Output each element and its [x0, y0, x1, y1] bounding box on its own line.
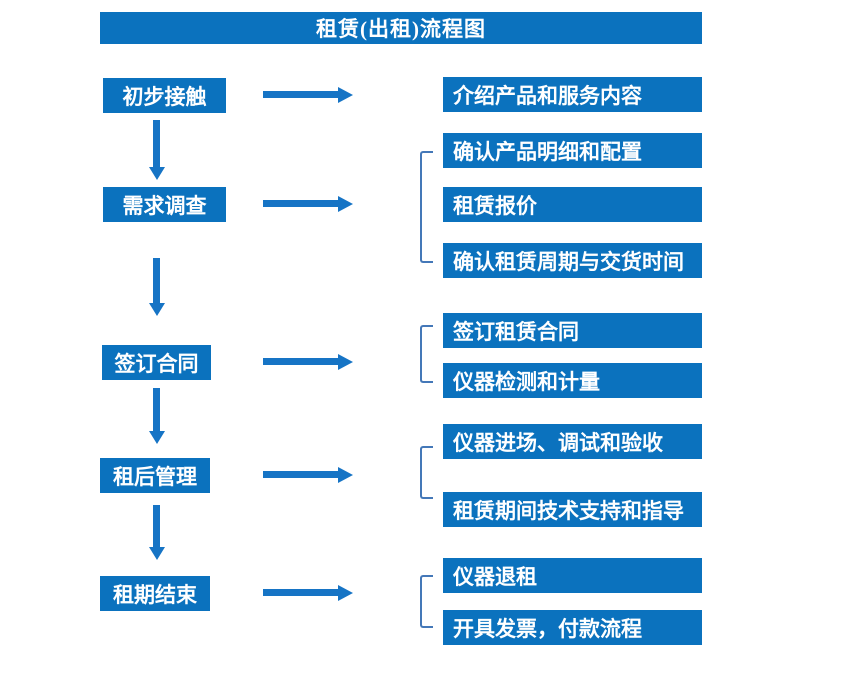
group-bracket-post-rental	[420, 446, 433, 499]
detail-instrument-testing-metering: 仪器检测和计量	[443, 363, 702, 398]
page-title: 租赁(出租)流程图	[316, 17, 486, 41]
step-post-rental-management: 租后管理	[100, 458, 210, 493]
detail-sign-rental-contract: 签订租赁合同	[443, 313, 702, 348]
right-arrow-2	[263, 196, 353, 212]
detail-introduce-products-services: 介绍产品和服务内容	[443, 77, 702, 112]
down-arrow-3	[149, 388, 165, 444]
detail-invoice-payment-process: 开具发票，付款流程	[443, 610, 702, 645]
title-bar: 租赁(出租)流程图	[100, 12, 702, 44]
step-demand-survey: 需求调查	[103, 187, 226, 222]
detail-instrument-return: 仪器退租	[443, 558, 702, 593]
down-arrow-2	[149, 258, 165, 316]
detail-instrument-entry-debug-acceptance: 仪器进场、调试和验收	[443, 424, 702, 459]
step-initial-contact: 初步接触	[103, 78, 226, 113]
step-rental-period-end: 租期结束	[100, 576, 210, 611]
detail-rental-quotation: 租赁报价	[443, 187, 702, 222]
right-arrow-4	[263, 467, 353, 483]
group-bracket-demand-survey	[420, 151, 433, 263]
down-arrow-1	[149, 120, 165, 180]
step-sign-contract: 签订合同	[102, 345, 211, 380]
group-bracket-sign-contract	[420, 325, 433, 383]
right-arrow-3	[263, 354, 353, 370]
right-arrow-1	[263, 87, 353, 103]
detail-confirm-rental-period-delivery: 确认租赁周期与交货时间	[443, 243, 702, 278]
down-arrow-4	[149, 505, 165, 560]
group-bracket-rental-end	[420, 575, 433, 628]
right-arrow-5	[263, 585, 353, 601]
detail-confirm-product-details-config: 确认产品明细和配置	[443, 133, 702, 168]
detail-tech-support-guidance: 租赁期间技术支持和指导	[443, 492, 702, 527]
